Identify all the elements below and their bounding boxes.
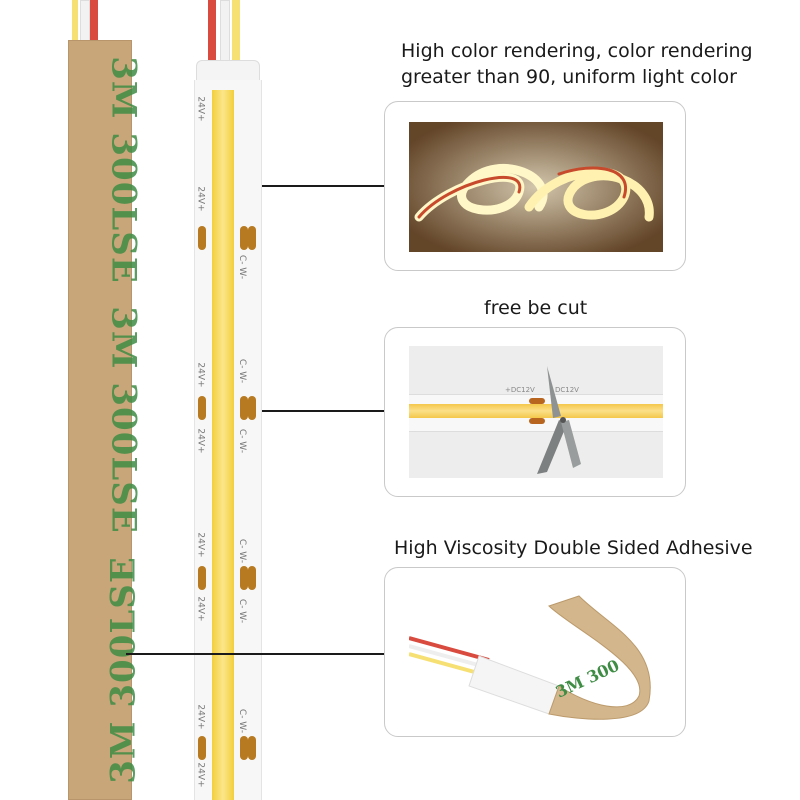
solder-pad (240, 566, 248, 590)
solder-pad (248, 736, 256, 760)
led-coil-photo (409, 122, 663, 252)
cut-label-right: DC12V (555, 386, 579, 394)
solder-pad (198, 396, 206, 420)
caption-line: greater than 90, uniform light color (401, 66, 737, 88)
solder-pad (248, 226, 256, 250)
cut-photo: +DC12V DC12V (409, 346, 663, 478)
strip-channel-label: C- W- (237, 428, 248, 454)
strip-voltage-label: 24V+ (195, 532, 206, 558)
caption-line: High color rendering, color rendering (401, 40, 753, 62)
strip-voltage-label: 24V+ (195, 362, 206, 388)
solder-pad (240, 226, 248, 250)
connector-line (262, 410, 389, 412)
cut-photo-led-line (409, 404, 663, 418)
tape-backing (68, 40, 132, 800)
tape-brand-print: 3M 300LSE (103, 56, 144, 284)
feature-caption-color-rendering: High color rendering, color rendering gr… (401, 38, 753, 90)
solder-pad (248, 566, 256, 590)
wire-red (90, 0, 98, 48)
led-line (212, 90, 234, 800)
solder-pad (529, 398, 545, 404)
led-strip: 24V+ 24V+ 24V+ 24V+ 24V+ 24V+ 24V+ 24V+ … (192, 0, 262, 800)
feature-card-cuttable: +DC12V DC12V (384, 327, 686, 497)
tape-brand-print: 3M 300LSE (103, 306, 144, 534)
solder-pad (198, 566, 206, 590)
strip-channel-label: C- W- (237, 708, 248, 734)
strip-voltage-label: 24V+ (195, 596, 206, 622)
tape-brand-print: 3M 300LSE (103, 556, 144, 784)
solder-pad (198, 736, 206, 760)
solder-pad (248, 396, 256, 420)
strip-voltage-label: 24V+ (195, 428, 206, 454)
wire-yellow (232, 0, 240, 70)
strip-voltage-label: 24V+ (195, 704, 206, 730)
scissors-icon (537, 366, 581, 474)
strip-voltage-label: 24V+ (195, 96, 206, 122)
wire-yellow (72, 0, 78, 48)
feature-caption-adhesive: High Viscosity Double Sided Adhesive (394, 537, 753, 559)
solder-pad (240, 736, 248, 760)
adhesive-peel-photo: 3M 300 (409, 586, 663, 720)
feature-card-color-rendering (384, 101, 686, 271)
wire-red (208, 0, 216, 70)
adhesive-tape: 3M 300LSE 3M 300LSE 3M 300LSE (68, 0, 144, 800)
feature-card-adhesive: 3M 300 (384, 567, 686, 737)
strip-channel-label: C- W- (237, 254, 248, 280)
strip-voltage-label: 24V+ (195, 762, 206, 788)
feature-caption-cuttable: free be cut (484, 297, 588, 319)
connector-line (126, 653, 389, 655)
strip-channel-label: C- W- (237, 358, 248, 384)
strip-channel-label: C- W- (237, 538, 248, 564)
cut-label-left: +DC12V (505, 386, 535, 394)
strip-channel-label: C- W- (237, 598, 248, 624)
connector-line (262, 185, 389, 187)
solder-pad (240, 396, 248, 420)
strip-voltage-label: 24V+ (195, 186, 206, 212)
solder-pad (529, 418, 545, 424)
solder-pad (198, 226, 206, 250)
